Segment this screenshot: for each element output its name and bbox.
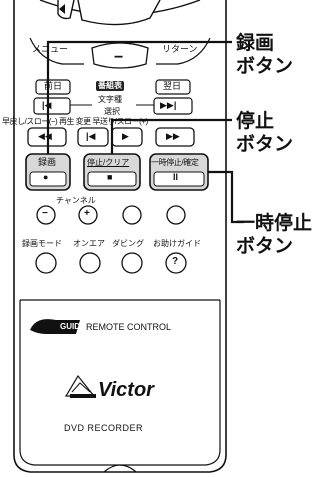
victor-logo-icon xyxy=(64,374,96,398)
bottom-notch xyxy=(103,464,137,473)
record-mode-button[interactable] xyxy=(35,252,57,274)
minus-icon: − xyxy=(114,49,124,66)
g-guide-label: GUIDE xyxy=(60,322,86,331)
up-arrow-icon xyxy=(59,4,65,14)
menu-arc xyxy=(29,37,84,65)
channel-down-button[interactable] xyxy=(36,205,56,225)
prev-day-label: 前日 xyxy=(44,81,63,91)
channel-down-icon: − xyxy=(42,208,48,219)
brand-label: Victor xyxy=(98,379,154,401)
record-icon: ● xyxy=(43,172,49,182)
remote-control-label: REMOTE CONTROL xyxy=(86,322,172,332)
dubbing-label: ダビング xyxy=(112,239,144,248)
skip-prev-icon: |◀ xyxy=(42,100,52,110)
pause-icon: II xyxy=(173,172,179,182)
forward-icon: ▶▶ xyxy=(166,131,180,141)
select-label: 選択 xyxy=(104,107,120,116)
stop-callout-line xyxy=(110,118,232,154)
prev-day-button[interactable] xyxy=(35,79,71,95)
record-button-callout: 録画 ボタン xyxy=(236,33,294,77)
next-day-button[interactable] xyxy=(155,79,191,95)
return-label: リターン xyxy=(162,44,198,54)
help-guide-label: お助けガイド xyxy=(153,239,201,248)
dubbing-button[interactable] xyxy=(121,252,143,274)
stop-label: 停止/クリア xyxy=(87,158,130,167)
stop-button-callout: 停止 ボタン xyxy=(236,111,294,155)
g-guide-logo-icon xyxy=(30,319,80,334)
play-icon: ▶ xyxy=(122,131,129,141)
pause-button-callout: 一時停止 ボタン xyxy=(236,213,313,257)
record-mode-label: 録画モード xyxy=(22,239,62,248)
stop-icon: ■ xyxy=(107,172,113,182)
transport-row-labels: 早戻し/スロー(−) 再生 変更 早送り/スロー(+) xyxy=(2,117,148,126)
program-guide-label: 番組表 xyxy=(96,81,124,91)
channel-up-button[interactable] xyxy=(78,205,98,225)
on-air-button[interactable] xyxy=(79,252,101,274)
record-label: 録画 xyxy=(38,157,57,167)
play-back-button[interactable] xyxy=(77,127,109,147)
center-minus-button[interactable] xyxy=(91,42,149,69)
top-left-button[interactable] xyxy=(57,0,75,20)
skip-next-icon: ▶▶| xyxy=(160,100,177,110)
product-label: DVD RECORDER xyxy=(64,423,144,433)
top-center-button[interactable] xyxy=(77,0,161,26)
record-callout-line xyxy=(46,40,232,154)
pause-callout-line xyxy=(208,170,244,224)
skip-next-button[interactable] xyxy=(153,97,193,115)
on-air-label: オンエア xyxy=(73,239,105,248)
next-day-label: 翌日 xyxy=(163,81,182,91)
skip-prev-button[interactable] xyxy=(33,97,71,115)
remote-body xyxy=(13,0,227,473)
help-icon: ? xyxy=(172,256,179,267)
pause-label: 一時停止/確定 xyxy=(151,158,199,167)
forward-button[interactable] xyxy=(155,127,195,147)
text-label: 文字種 xyxy=(98,95,122,104)
menu-label: メニュー xyxy=(32,44,69,54)
channel-up-icon: + xyxy=(84,208,90,219)
color-button-1[interactable] xyxy=(122,205,142,225)
play-back-icon: |◀ xyxy=(86,131,96,141)
help-guide-button[interactable] xyxy=(165,252,187,274)
color-button-2[interactable] xyxy=(166,205,186,225)
rewind-icon: ◀◀ xyxy=(38,131,52,141)
channel-label: チャンネル xyxy=(56,196,96,205)
